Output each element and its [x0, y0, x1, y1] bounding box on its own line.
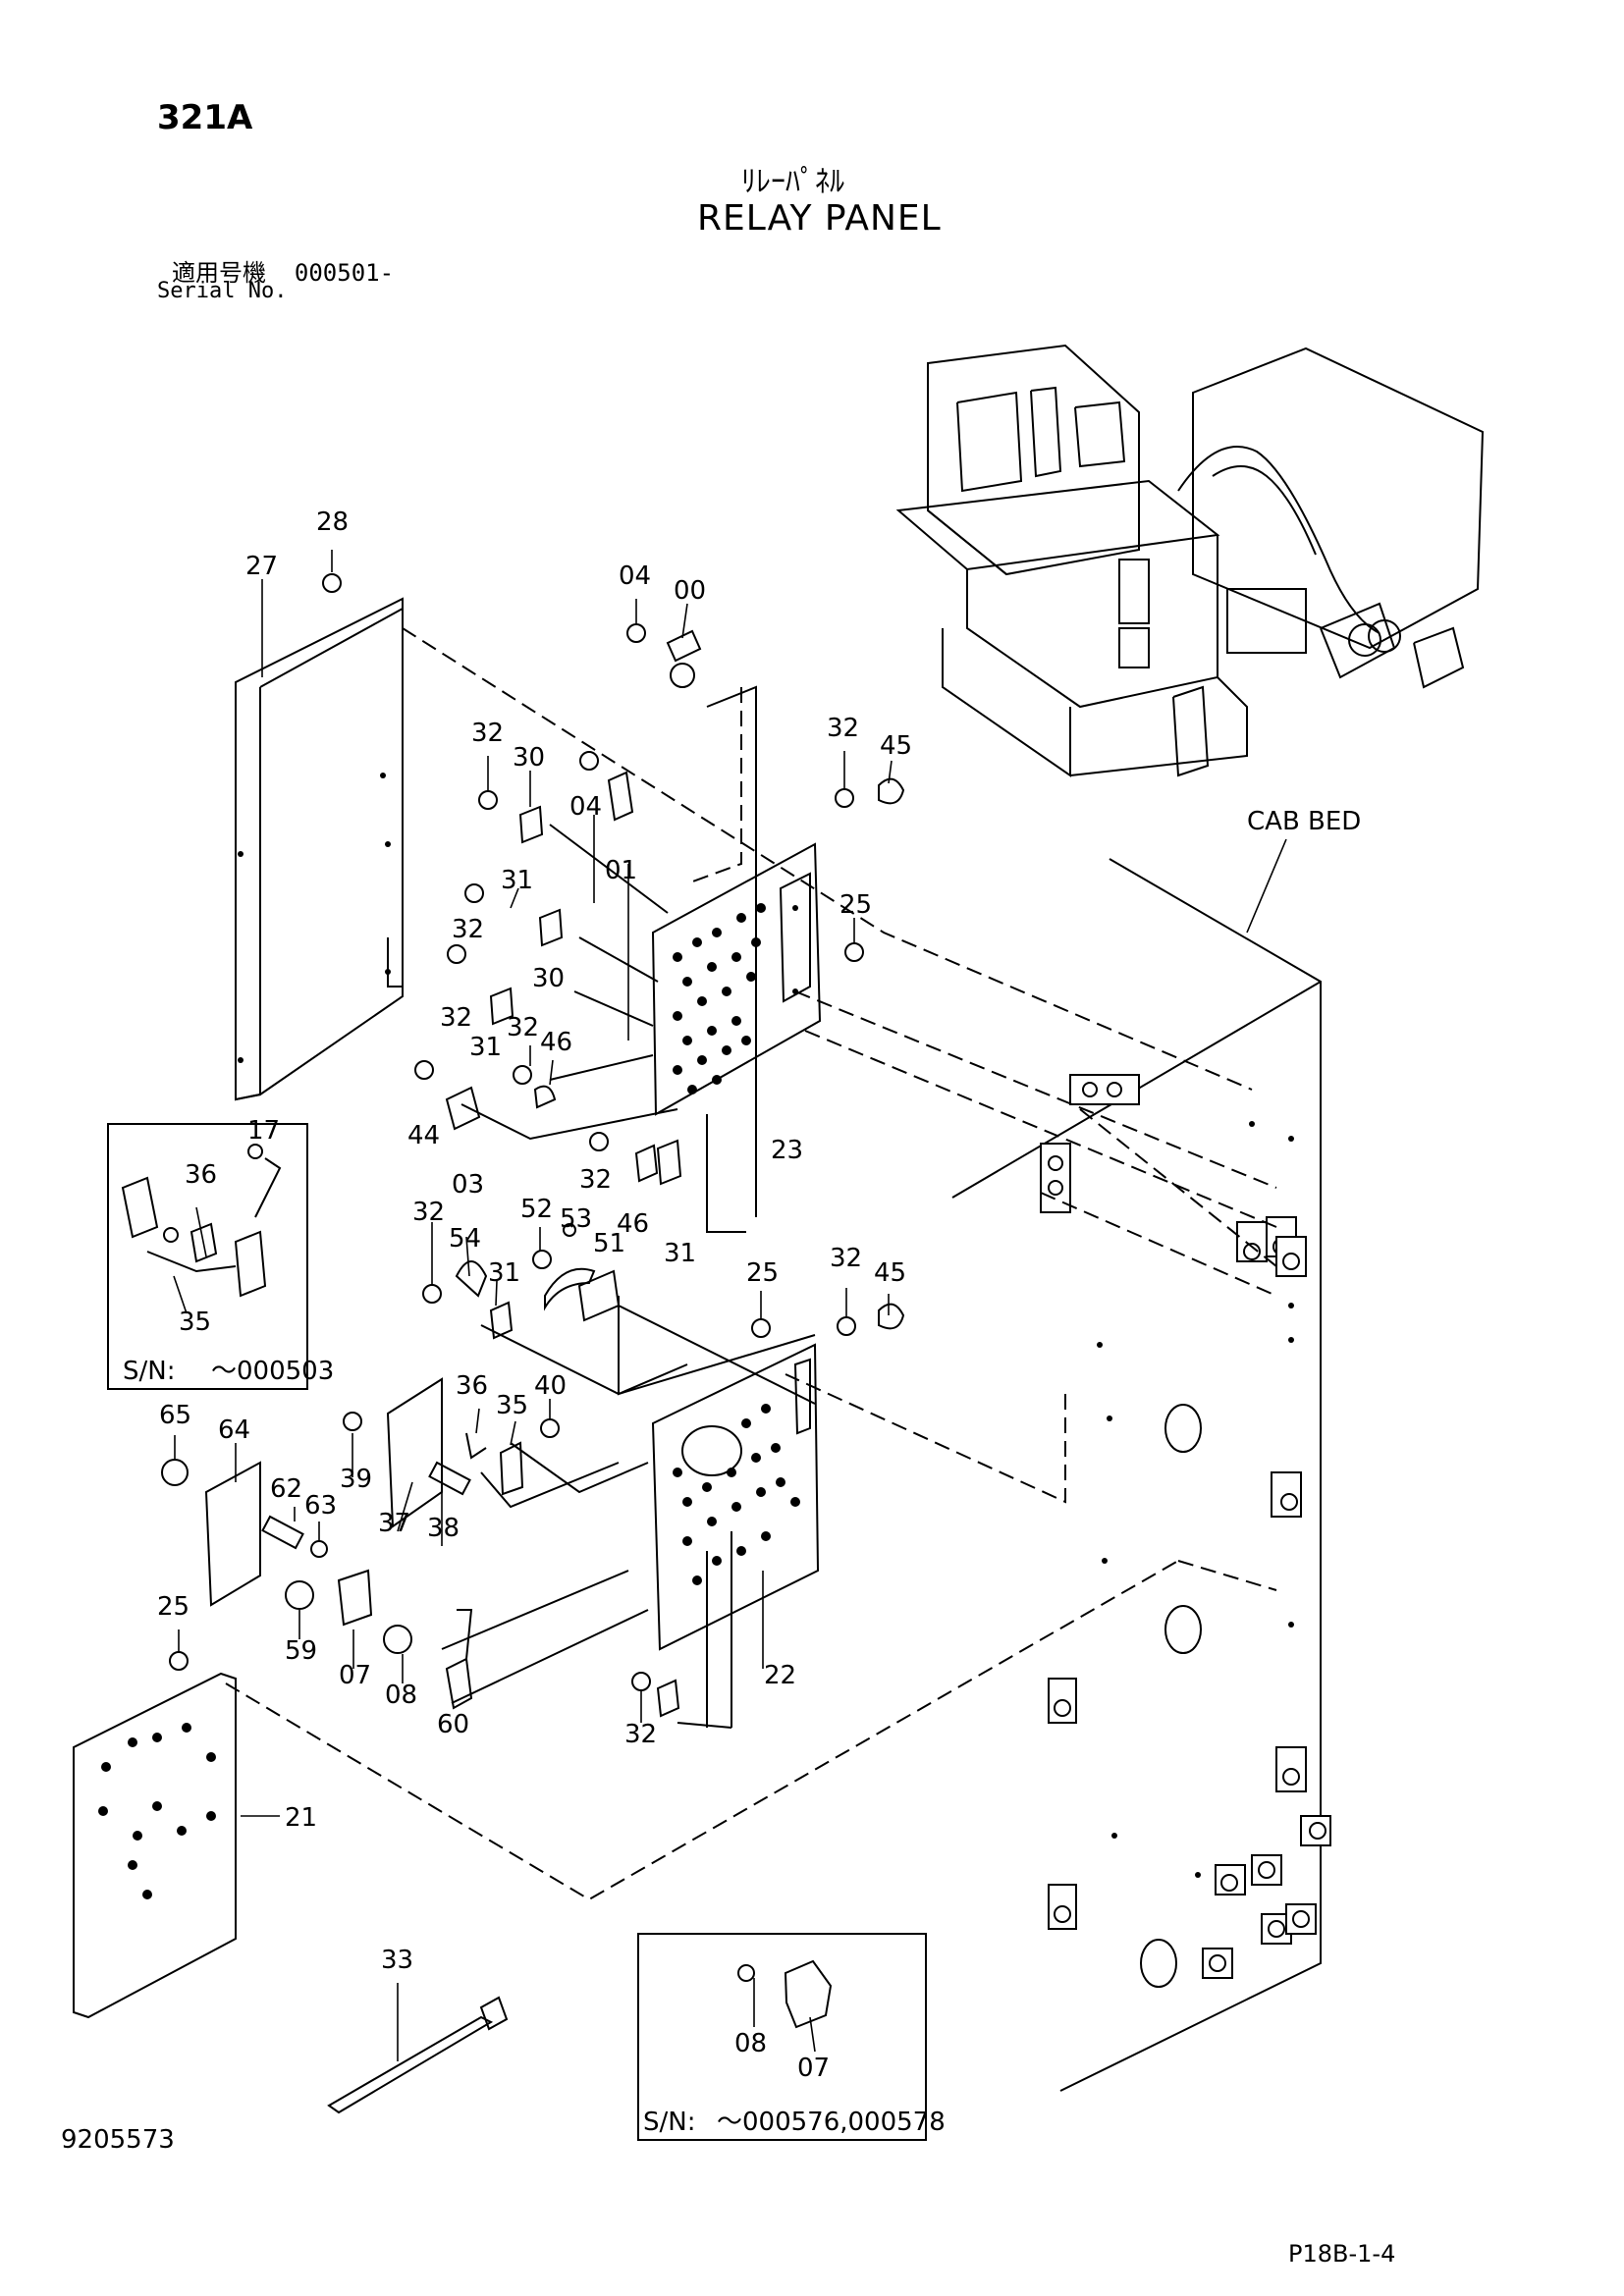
- callout-33: 33: [381, 1946, 413, 1975]
- callout-08: 08: [734, 2029, 767, 2058]
- callout-31: 31: [501, 866, 533, 895]
- callout-39: 39: [340, 1465, 372, 1494]
- callout-32: 32: [579, 1165, 612, 1195]
- leader-lines: [174, 550, 893, 1723]
- callout-46: 46: [617, 1209, 649, 1239]
- page-code: P18B-1-4: [1288, 2240, 1396, 2268]
- title-japanese: ﾘﾚｰﾊﾟﾈﾙ: [741, 165, 844, 199]
- callout-36: 36: [185, 1160, 217, 1190]
- callout-59: 59: [285, 1636, 317, 1666]
- callout-32: 32: [471, 719, 504, 748]
- callout-28: 28: [316, 507, 349, 537]
- callout-65: 65: [159, 1401, 191, 1430]
- serial-label-en: Serial No.: [157, 279, 288, 303]
- callout-21: 21: [285, 1803, 317, 1833]
- callout-46: 46: [540, 1028, 572, 1057]
- callout-52: 52: [520, 1195, 553, 1224]
- callout-32: 32: [452, 915, 484, 944]
- callout-25: 25: [746, 1258, 779, 1288]
- callout-32: 32: [624, 1720, 657, 1749]
- inset-2-sn-label: S/N:: [643, 2108, 695, 2137]
- callout-31: 31: [664, 1239, 696, 1268]
- callout-35: 35: [179, 1308, 211, 1337]
- callout-44: 44: [407, 1121, 440, 1150]
- relay-board-23: [460, 685, 822, 1233]
- callout-03: 03: [452, 1170, 484, 1200]
- cab-bed-label: CAB BED: [1247, 807, 1361, 836]
- callout-04: 04: [569, 792, 602, 822]
- callout-00: 00: [674, 576, 706, 606]
- callout-35: 35: [496, 1391, 528, 1420]
- callout-63: 63: [304, 1491, 337, 1521]
- drawing-number: 9205573: [61, 2125, 175, 2155]
- callout-07: 07: [797, 2054, 830, 2083]
- plate-21: [73, 1672, 237, 2019]
- serial-label-jp: 適用号機: [172, 259, 266, 287]
- callout-22: 22: [764, 1661, 796, 1690]
- callout-23: 23: [771, 1136, 803, 1165]
- callout-25: 25: [839, 890, 872, 920]
- callout-08: 08: [385, 1681, 417, 1710]
- callout-32: 32: [440, 1003, 472, 1033]
- inset-box-2: S/N: ～000576,000578: [637, 1933, 946, 2141]
- callout-01: 01: [605, 856, 637, 885]
- callout-60: 60: [437, 1710, 469, 1739]
- callout-32: 32: [827, 714, 859, 743]
- callout-07: 07: [339, 1661, 371, 1690]
- callout-40: 40: [534, 1371, 567, 1401]
- callout-37: 37: [378, 1509, 410, 1538]
- callout-36: 36: [456, 1371, 488, 1401]
- callout-31: 31: [488, 1258, 520, 1288]
- callout-30: 30: [513, 743, 545, 773]
- callout-51: 51: [593, 1229, 625, 1258]
- relay-board-22: [441, 1296, 820, 1729]
- callout-54: 54: [449, 1224, 481, 1254]
- callout-62: 62: [270, 1474, 302, 1504]
- callout-32: 32: [507, 1013, 539, 1042]
- cab-bed-leader: [1246, 838, 1287, 934]
- assembly-dash-lines: [225, 627, 1277, 1901]
- inset-1-sn-label: S/N:: [123, 1357, 175, 1386]
- model-number: 321A: [157, 98, 253, 137]
- inset-2-sn-range: ～000576,000578: [717, 2108, 946, 2137]
- callout-45: 45: [874, 1258, 906, 1288]
- cab-bed-frame: [951, 858, 1331, 2092]
- callout-32: 32: [830, 1244, 862, 1273]
- callout-30: 30: [532, 964, 565, 993]
- callout-31: 31: [469, 1033, 502, 1062]
- serial-range: 000501-: [294, 259, 395, 287]
- inset-1-sn-range: ～000503: [211, 1357, 334, 1386]
- callout-64: 64: [218, 1415, 250, 1445]
- callout-32: 32: [412, 1198, 445, 1227]
- callout-25: 25: [157, 1592, 189, 1622]
- callout-45: 45: [880, 731, 912, 761]
- serial-range-line: 適用号機 000501-: [172, 253, 394, 288]
- cab-sketch: [895, 344, 1485, 777]
- callout-53: 53: [560, 1204, 592, 1234]
- bracket-parts: [161, 1377, 649, 1710]
- callout-labels: 28 27 04 00 32 30 04 01 32 45 25 31 32 3…: [157, 507, 912, 2083]
- cable-tie-33: [327, 1983, 509, 2114]
- page-title: RELAY PANEL: [697, 198, 942, 239]
- callout-04: 04: [619, 561, 651, 591]
- callout-27: 27: [245, 552, 278, 581]
- callout-38: 38: [427, 1514, 460, 1543]
- cover-panel-27: [235, 597, 404, 1101]
- callout-17: 17: [247, 1116, 280, 1146]
- inset-box-1: S/N: ～000503: [107, 1123, 334, 1390]
